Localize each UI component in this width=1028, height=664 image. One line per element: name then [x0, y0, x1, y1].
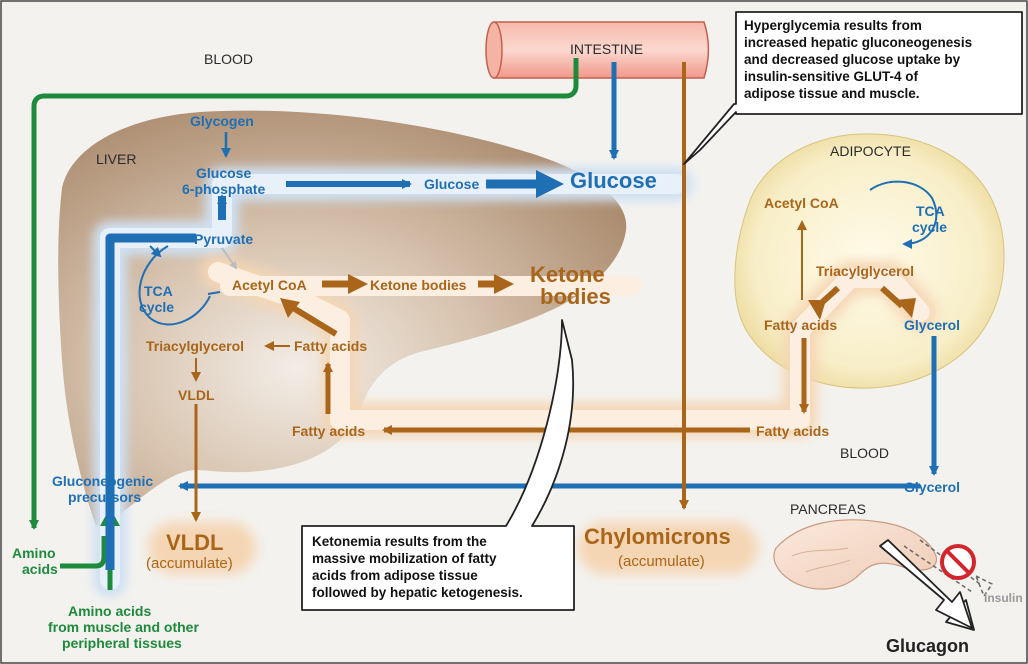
brown-arrowhead-adipo-right	[896, 298, 916, 318]
hyperglycemia-text: Hyperglycemia results from increased hep…	[744, 18, 972, 101]
amino-bottom-line1: Amino acids	[68, 603, 151, 619]
ketone-bodies-small-label: Ketone bodies	[370, 277, 467, 293]
glucagon-label: Glucagon	[886, 636, 969, 656]
vldl-small-label: VLDL	[178, 387, 215, 403]
svg-text:Hyperglycemia results from: Hyperglycemia results from	[744, 18, 922, 33]
fatty-acids-adipo-label: Fatty acids	[764, 317, 837, 333]
tca-adipo-line1: TCA	[916, 203, 945, 219]
brown-arrowhead-adipo-left	[808, 300, 826, 320]
svg-text:increased hepatic gluconeogene: increased hepatic gluconeogenesis	[744, 35, 972, 50]
intestine-shape	[485, 21, 710, 79]
vldl-outcome-label: VLDL	[166, 530, 223, 555]
hyperglycemia-callout	[683, 11, 1023, 165]
adipocyte-label: ADIPOCYTE	[830, 143, 911, 159]
glycerol-blood-label: Glycerol	[904, 479, 960, 495]
tca-liver-line1: TCA	[144, 283, 173, 299]
tca-adipo-line2: cycle	[912, 219, 947, 235]
pancreas-shape	[773, 519, 938, 590]
inhibition-icon	[940, 544, 976, 580]
blue-main-pathway	[105, 179, 540, 570]
svg-text:adipose tissue and muscle.: adipose tissue and muscle.	[744, 86, 920, 101]
ketonemia-callout	[301, 319, 575, 611]
triacylglycerol-adipo-label: Triacylglycerol	[816, 263, 914, 279]
svg-text:massive mobilization of fatty: massive mobilization of fatty	[312, 551, 497, 566]
svg-text:Ketonemia results from the: Ketonemia results from the	[312, 534, 487, 549]
glucose-small-label: Glucose	[424, 176, 479, 192]
amino-left-line1: Amino	[12, 545, 56, 561]
ketone-outcome-line1: Ketone	[530, 262, 605, 287]
chylomicrons-outcome-sub: (accumulate)	[618, 553, 705, 570]
chylomicrons-outcome-label: Chylomicrons	[584, 524, 731, 549]
acetyl-coa-liver-label: Acetyl CoA	[232, 277, 307, 293]
blood-label-top: BLOOD	[204, 51, 253, 67]
liver-label: LIVER	[96, 151, 136, 167]
blood-label-right: BLOOD	[840, 445, 889, 461]
fatty-acids-lower-label: Fatty acids	[292, 423, 365, 439]
acetyl-coa-adipo-label: Acetyl CoA	[764, 195, 839, 211]
svg-text:insulin-sensitive GLUT-4 of: insulin-sensitive GLUT-4 of	[744, 69, 919, 84]
blue-big-arrowhead	[536, 170, 564, 198]
brown-arrowhead-ketone-big	[494, 274, 514, 294]
brown-arrowhead-acetyl	[280, 298, 300, 318]
brown-glow-band	[148, 255, 937, 574]
tca-liver-line2: cycle	[139, 299, 174, 315]
svg-text:followed by hepatic ketogenesi: followed by hepatic ketogenesis.	[312, 585, 523, 600]
glucose-6p-label-line1: Glucose	[196, 165, 251, 181]
triacylglycerol-liver-label: Triacylglycerol	[146, 338, 244, 354]
intestine-label: INTESTINE	[570, 41, 643, 57]
fatty-acids-liver-label: Fatty acids	[294, 338, 367, 354]
gluconeogenic-label-line1: Gluconeogenic	[52, 473, 153, 489]
ketone-outcome-line2: bodies	[540, 284, 611, 309]
vldl-outcome-sub: (accumulate)	[146, 555, 233, 572]
brown-arrowhead-ketone-small	[348, 274, 368, 294]
amino-bottom-line2: from muscle and other	[48, 619, 199, 635]
pyruvate-label: Pyruvate	[194, 231, 253, 247]
gluconeogenic-label-line2: precursors	[68, 489, 141, 505]
gray-arrow	[221, 247, 238, 270]
pancreas-label: PANCREAS	[790, 501, 866, 517]
fatty-acids-blood-label: Fatty acids	[756, 423, 829, 439]
glucose-outcome-label: Glucose	[570, 168, 657, 193]
ketonemia-text: Ketonemia results from the massive mobil…	[312, 534, 523, 600]
svg-text:and decreased glucose uptake b: and decreased glucose uptake by	[744, 52, 961, 67]
glycerol-adipo-label: Glycerol	[904, 317, 960, 333]
amino-bottom-line3: peripheral tissues	[62, 635, 182, 651]
glucagon-arrow	[879, 539, 975, 631]
insulin-label: Insulin	[984, 591, 1023, 605]
glycogen-label: Glycogen	[190, 113, 254, 129]
glucose-6p-label-line2: 6-phosphate	[182, 181, 265, 197]
amino-left-line2: acids	[22, 561, 58, 577]
svg-text:acids from adipose tissue: acids from adipose tissue	[312, 568, 478, 583]
